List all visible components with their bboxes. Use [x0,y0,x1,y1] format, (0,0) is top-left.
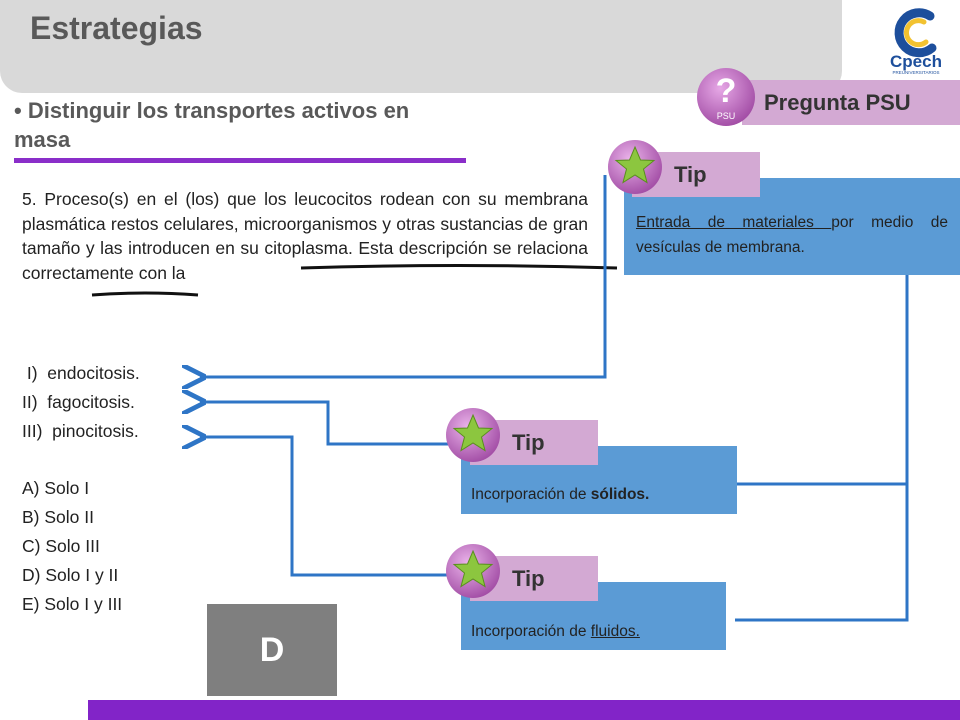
psu-question-icon: ? PSU [697,68,755,126]
pregunta-psu-tab: Pregunta PSU [742,80,960,125]
tip-2-bold: sólidos. [590,486,650,503]
tip-2-text: Incorporación de [471,486,591,503]
cpech-logo: Cpech PREUNIVERSITARIOS [890,8,942,75]
option-a: A) Solo I [22,478,90,498]
option-e: E) Solo I y III [22,594,123,614]
tip-3-underlined: fluidos. [590,623,640,640]
option-c: C) Solo III [22,536,100,556]
tip-3-label: Tip [512,565,545,591]
tip-1-underlined: Entrada de materiales [636,214,832,231]
psu-icon-text: PSU [717,111,736,121]
star-icon [446,408,500,462]
logo-text: Cpech [890,52,942,71]
divider [14,158,466,163]
statement-2: II) fagocitosis. [22,392,135,412]
tip-2-label: Tip [512,429,545,455]
objective-text: • Distinguir los transportes activos en … [14,98,410,152]
page-title: Estrategias [30,10,203,46]
tip-1-text: por medio de vesículas de membrana. [636,214,948,256]
answer-box: D [207,604,337,696]
logo-subtext: PREUNIVERSITARIOS [893,70,940,75]
tip-3-text: Incorporación de [471,623,591,640]
highlight-underline [91,291,199,297]
footer-bar [88,700,960,720]
statement-1: I) endocitosis. [22,363,140,383]
title-bar [0,0,842,93]
pregunta-psu-label: Pregunta PSU [764,89,911,115]
highlight-underline [300,264,618,270]
option-d: D) Solo I y II [22,565,119,585]
star-icon [608,140,662,194]
tip-1-label: Tip [674,161,707,187]
statement-3: III) pinocitosis. [22,421,139,441]
psu-question-mark: ? [716,72,737,110]
option-b: B) Solo II [22,507,94,527]
star-icon [446,544,500,598]
question-text: 5. Proceso(s) en el (los) que los leucoc… [22,189,588,283]
